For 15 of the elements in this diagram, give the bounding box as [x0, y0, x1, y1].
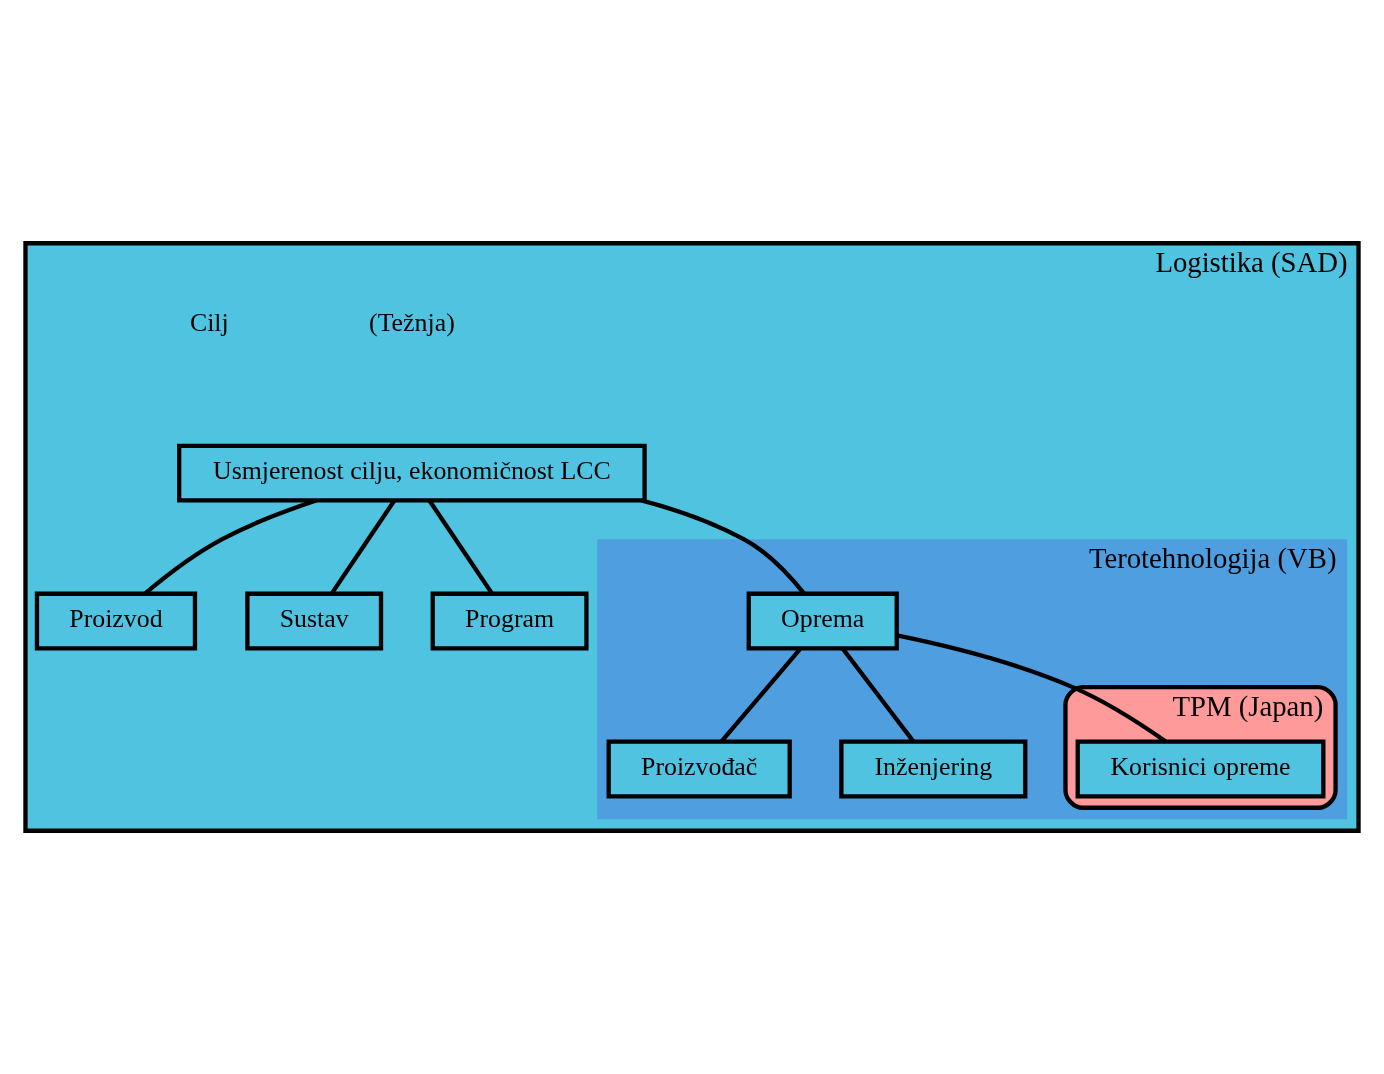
node-box: Korisnici opreme — [1075, 739, 1326, 799]
connector — [840, 647, 916, 743]
label: Cilj — [189, 308, 229, 338]
node-box: Sustav — [245, 591, 384, 651]
node-box: Program — [430, 591, 589, 651]
node-box: Proizvođač — [606, 739, 792, 799]
connector — [330, 499, 397, 595]
connector — [719, 647, 803, 743]
connector — [640, 498, 806, 595]
connector — [427, 499, 494, 595]
label: (Težnja) — [369, 308, 455, 338]
node-box: Proizvod — [34, 591, 198, 651]
node-box: Inženjering — [839, 739, 1028, 799]
node-box: Usmjerenost cilju, ekonomičnost LCC — [177, 443, 647, 503]
node-box: Oprema — [746, 591, 899, 651]
